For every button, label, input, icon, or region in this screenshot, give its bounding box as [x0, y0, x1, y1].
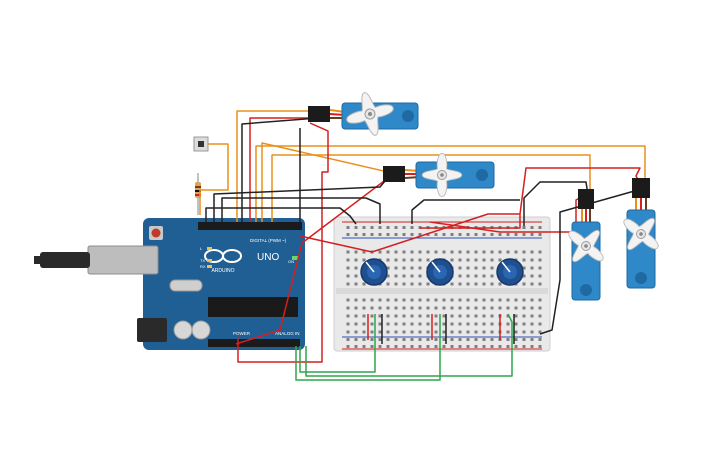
wire-orange-servo4[interactable] [255, 145, 646, 222]
wire-orange-button[interactable] [199, 143, 229, 215]
on-led-label: ON [288, 259, 294, 264]
on-led [292, 256, 298, 260]
board-name-label: UNO [257, 252, 279, 263]
wire-black-rail[interactable] [221, 197, 381, 224]
pushbutton-cap [198, 141, 204, 147]
arduino-uno-board[interactable]: ARDUINO UNO DIGITAL (PWM ~) POWER ANALOG… [34, 218, 305, 350]
wire-green-pot2[interactable] [295, 314, 441, 381]
servo-motor-3[interactable] [556, 189, 616, 301]
power-rail-bottom[interactable] [342, 337, 542, 349]
tx-led [207, 259, 212, 262]
l-led [207, 247, 212, 250]
wire-red-servo2[interactable] [235, 177, 389, 345]
usb-cable[interactable] [40, 252, 90, 268]
analog-pins-label: ANALOG IN [275, 331, 300, 336]
servo-motor-4[interactable] [611, 178, 671, 289]
digital-header[interactable] [198, 222, 302, 230]
servo-2-horn[interactable] [421, 152, 463, 198]
power-jack [137, 318, 167, 342]
capacitor-1 [173, 320, 193, 340]
rx-led [207, 265, 212, 268]
brand-label: ARDUINO [211, 268, 234, 274]
potentiometer-3[interactable] [496, 258, 524, 286]
rx-label: RX [200, 264, 206, 269]
servo-4-connector [632, 178, 650, 198]
servo-1-connector [308, 106, 330, 122]
power-pins-label: POWER [233, 331, 251, 336]
analog-power-header[interactable] [208, 339, 300, 347]
digital-pins-label: DIGITAL (PWM ~) [250, 238, 287, 243]
arduino-logo [204, 249, 242, 263]
wire-black-rail2[interactable] [205, 207, 357, 225]
wire-orange-servo3[interactable] [271, 154, 591, 222]
wire-green-pot3[interactable] [305, 313, 513, 377]
potentiometer-1[interactable] [360, 258, 388, 286]
tx-label: TX [200, 258, 205, 263]
wire-red-servo1[interactable] [249, 117, 318, 222]
wire-red-servo1-b[interactable] [237, 122, 329, 363]
center-channel [336, 288, 548, 294]
l-led-label: L [200, 246, 203, 251]
wire-orange-servo1[interactable] [236, 110, 318, 222]
crystal [169, 279, 203, 292]
servo-2-connector [383, 166, 405, 182]
atmega-chip [208, 297, 298, 317]
power-rail-top[interactable] [342, 223, 542, 237]
wire-black-servo3[interactable] [523, 181, 589, 226]
servo-motor-1[interactable] [308, 86, 419, 142]
wire-red-rail-link[interactable] [420, 214, 521, 229]
servo-3-connector [578, 189, 594, 209]
capacitor-2 [191, 320, 211, 340]
servo-motor-2[interactable] [383, 152, 495, 198]
usb-cable-tip [34, 256, 44, 264]
wire-black-bb-top[interactable] [411, 199, 520, 224]
potentiometer-2[interactable] [426, 258, 454, 286]
usb-port [87, 245, 159, 275]
pushbutton[interactable] [193, 136, 209, 152]
reset-button-cap [151, 228, 161, 238]
wire-red-breadboard[interactable] [299, 213, 520, 253]
wire-orange-servo2[interactable] [261, 142, 389, 222]
wire-black-servo1[interactable] [241, 117, 319, 222]
wire-green-pot1[interactable] [299, 314, 376, 373]
